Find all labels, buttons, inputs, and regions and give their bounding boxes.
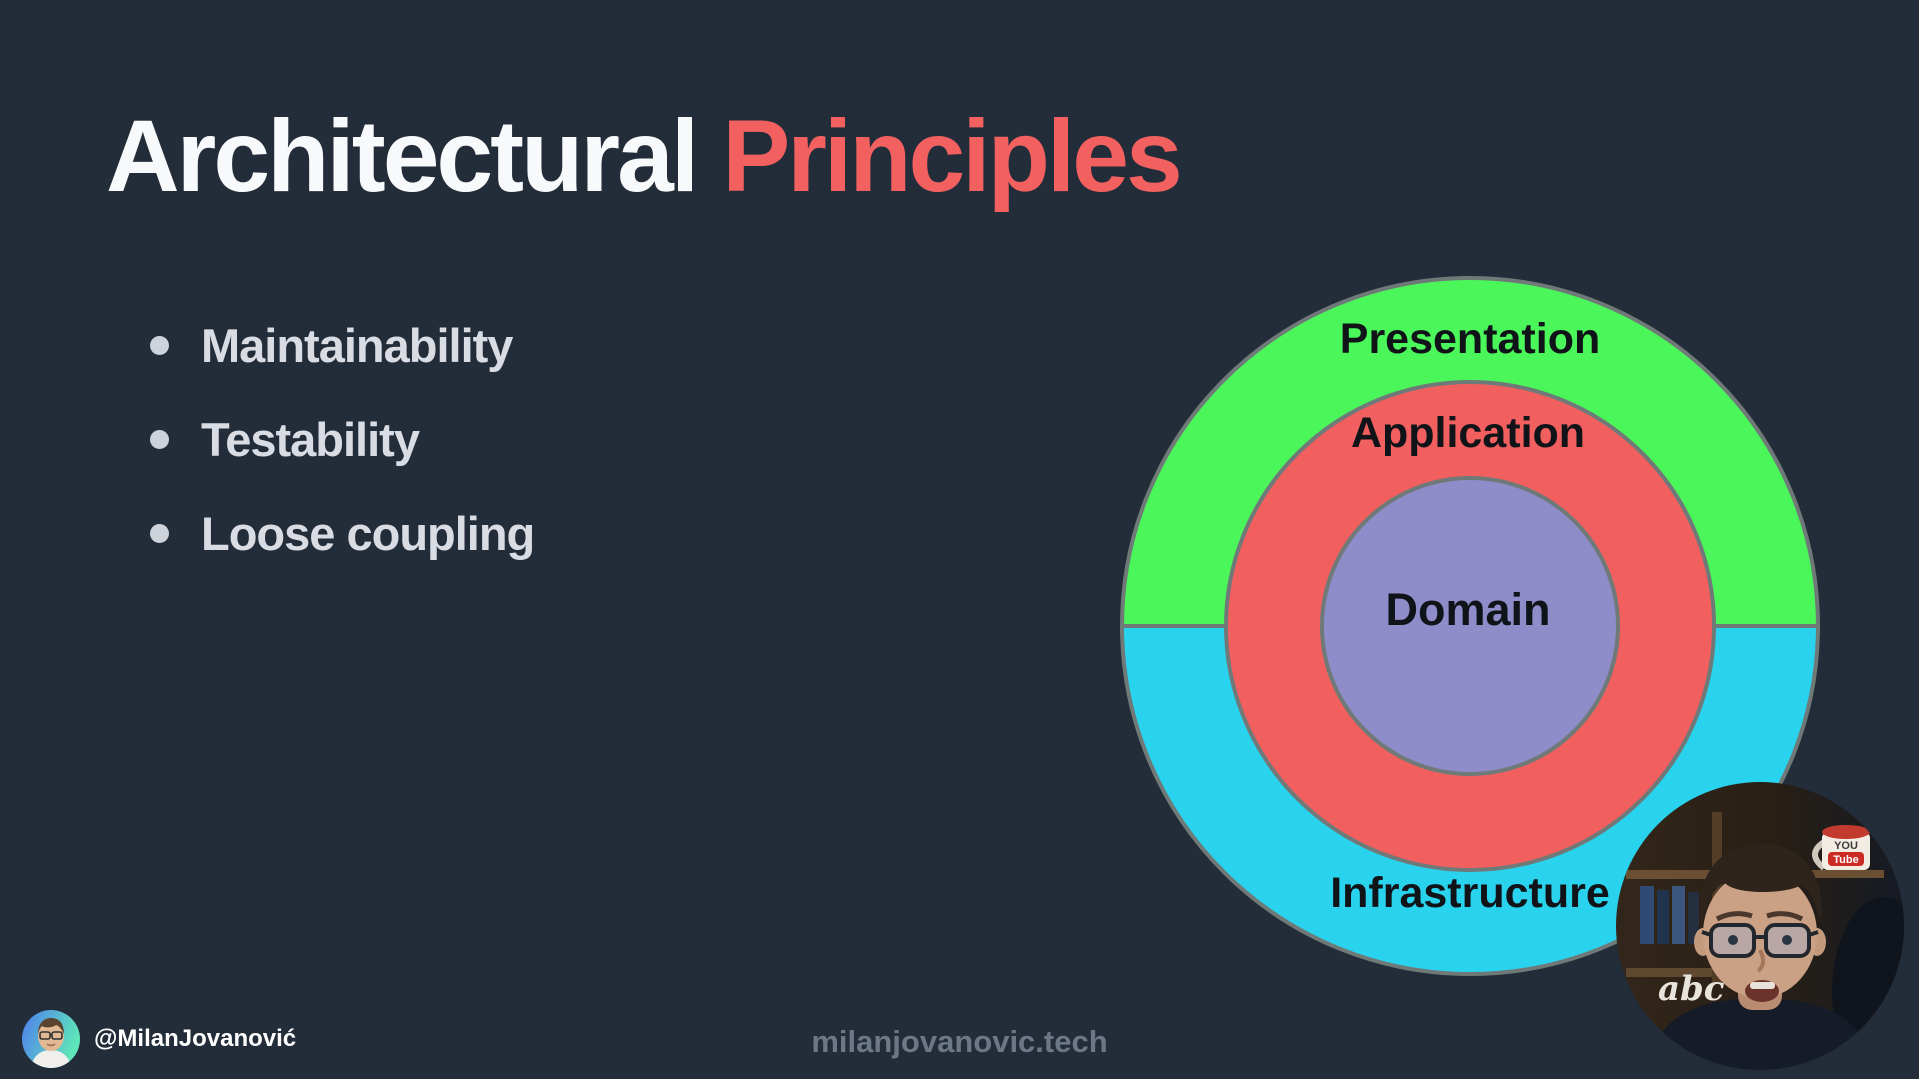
- layer-label-presentation: Presentation: [1340, 315, 1600, 363]
- youtube-mug: YOU Tube: [1812, 825, 1870, 871]
- bullet-item-label: Loose coupling: [201, 507, 535, 560]
- presenter-webcam: YOU Tube abc: [1616, 782, 1904, 1070]
- mug-text-bottom: Tube: [1833, 854, 1858, 866]
- bullet-dot-icon: [150, 524, 169, 543]
- bullet-list: Maintainability Testability Loose coupli…: [150, 318, 535, 600]
- author-avatar-illustration: [22, 1010, 80, 1068]
- domain-circle: [1320, 476, 1620, 776]
- slide-title-word-red: Principles: [722, 99, 1183, 213]
- slide-title-word-white: Architectural: [106, 99, 699, 213]
- presenter-figure: [1646, 844, 1874, 1070]
- bullet-dot-icon: [150, 336, 169, 355]
- author-handle-block: @MilanJovanović: [22, 1010, 296, 1068]
- bullet-dot-icon: [150, 430, 169, 449]
- shelf-decor-text: abc: [1658, 969, 1725, 1009]
- author-handle-text: @MilanJovanović: [94, 1025, 297, 1052]
- bullet-item-maintainability: Maintainability: [150, 318, 534, 373]
- bullet-item-testability: Testability: [150, 412, 534, 467]
- mug-text-top: YOU: [1834, 840, 1858, 852]
- author-avatar: [22, 1010, 80, 1068]
- layer-label-application: Application: [1351, 409, 1585, 457]
- bullet-item-loose-coupling: Loose coupling: [150, 506, 535, 561]
- bullet-item-label: Testability: [201, 413, 420, 466]
- site-url-text: milanjovanovic.tech: [811, 1024, 1108, 1059]
- bullet-item-label: Maintainability: [201, 319, 513, 372]
- layer-label-domain: Domain: [1385, 584, 1550, 635]
- layer-label-infrastructure: Infrastructure: [1330, 869, 1610, 917]
- presenter-webcam-illustration: YOU Tube abc: [1616, 782, 1904, 1070]
